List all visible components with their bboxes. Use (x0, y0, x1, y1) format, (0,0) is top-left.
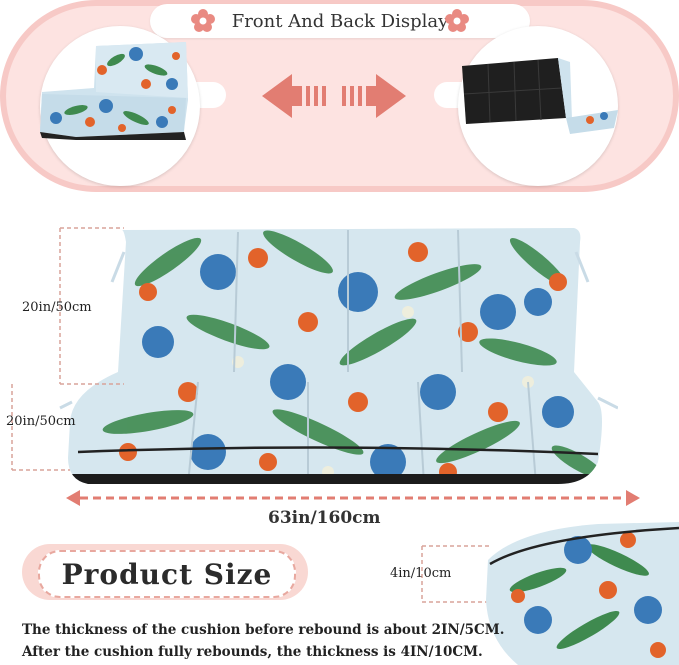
back-height-label: 20in/50cm (22, 300, 92, 315)
thickness-label: 4in/10cm (390, 566, 452, 581)
thickness-note-before: The thickness of the cushion before rebo… (22, 622, 505, 638)
product-size-heading: Product Size (61, 557, 273, 591)
thickness-guide (421, 545, 492, 603)
arrow-left-icon (262, 74, 326, 118)
dimension-guides (11, 227, 640, 506)
banner-title: Front And Back Display (231, 10, 449, 32)
front-cushion-image (40, 42, 188, 140)
width-label: 63in/160cm (268, 508, 381, 528)
back-cushion-image (462, 58, 618, 134)
product-size-heading-box: Product Size (38, 550, 296, 598)
bench-cushion-image (59, 228, 618, 484)
thickness-note-after: After the cushion fully rebounds, the th… (22, 644, 483, 660)
arrow-right-icon (342, 74, 406, 118)
seat-depth-label: 20in/50cm (6, 414, 76, 429)
flower-icon (445, 9, 469, 32)
cushion-closeup-image (486, 522, 679, 665)
flower-icon (191, 9, 215, 32)
